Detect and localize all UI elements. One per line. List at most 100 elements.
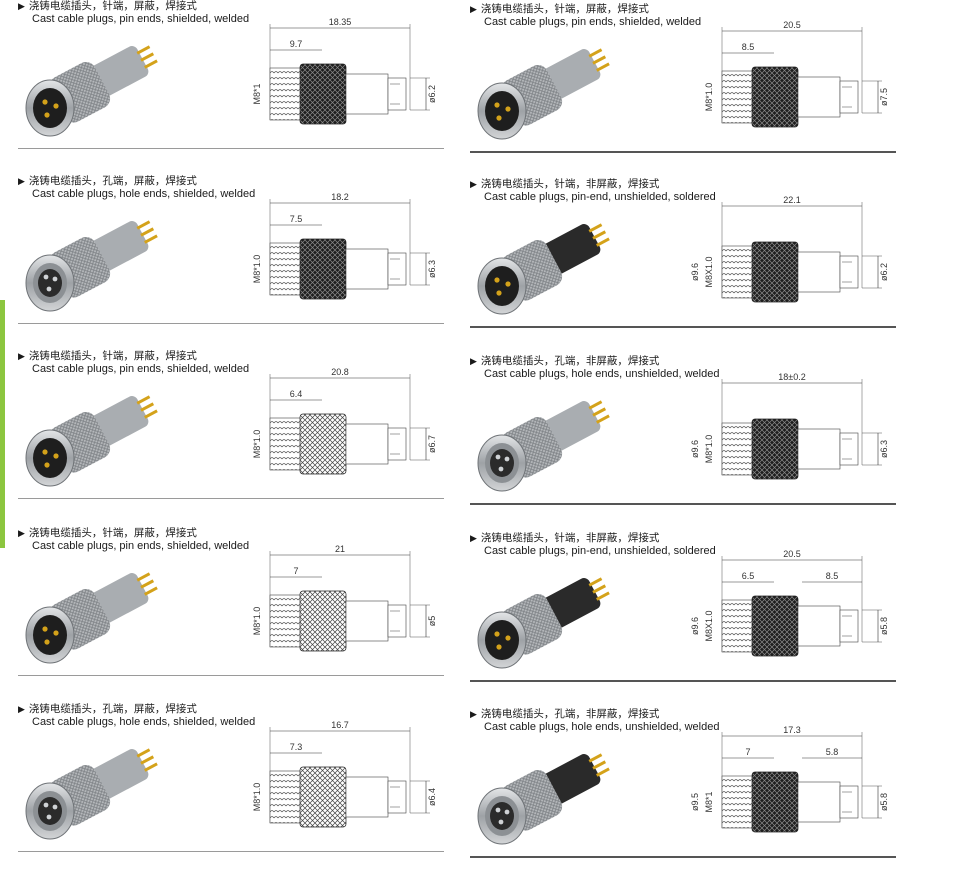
section-divider <box>470 856 896 858</box>
svg-text:ø7.5: ø7.5 <box>879 88 889 106</box>
svg-text:18.35: 18.35 <box>329 17 352 27</box>
title-chinese: ▶浇铸电缆插头，针端，非屏蔽，焊接式 <box>470 532 659 546</box>
section-divider <box>470 151 896 153</box>
connector-photo <box>462 31 622 151</box>
bullet-triangle-icon: ▶ <box>18 2 25 12</box>
bullet-triangle-icon: ▶ <box>470 357 477 367</box>
dimension-drawing: 16.7 7.3 ø6.4 M8*1.0 <box>230 713 450 853</box>
svg-text:8.5: 8.5 <box>742 42 755 52</box>
connector-photo <box>462 383 622 503</box>
svg-text:6.5: 6.5 <box>742 571 755 581</box>
title-chinese: ▶浇铸电缆插头，针端，屏蔽，焊接式 <box>18 350 197 364</box>
section-divider <box>18 675 444 676</box>
title-chinese: ▶浇铸电缆插头，孔端，屏蔽，焊接式 <box>18 703 197 717</box>
title-chinese: ▶浇铸电缆插头，孔端，非屏蔽，焊接式 <box>470 708 659 722</box>
svg-text:9.7: 9.7 <box>290 39 303 49</box>
section-divider <box>18 498 444 499</box>
title-chinese-text: 浇铸电缆插头，针端，非屏蔽，焊接式 <box>480 532 660 544</box>
svg-text:22.1: 22.1 <box>783 195 801 205</box>
bullet-triangle-icon: ▶ <box>18 177 25 187</box>
svg-text:ø5.8: ø5.8 <box>879 617 889 635</box>
svg-text:ø6.7: ø6.7 <box>427 435 437 453</box>
svg-text:M8*1: M8*1 <box>252 83 262 104</box>
title-english: Cast cable plugs, pin-end, unshielded, s… <box>484 191 716 203</box>
svg-text:ø5: ø5 <box>427 616 437 627</box>
dimension-drawing: 20.8 6.4 ø6.7 M8*1.0 <box>230 360 450 500</box>
svg-text:ø6.4: ø6.4 <box>427 788 437 806</box>
title-english: Cast cable plugs, pin ends, shielded, we… <box>32 540 250 552</box>
title-english: Cast cable plugs, hole ends, shielded, w… <box>32 188 256 200</box>
bullet-triangle-icon: ▶ <box>18 529 25 539</box>
section-divider <box>470 503 896 505</box>
svg-text:ø9.6: ø9.6 <box>690 617 700 635</box>
title-chinese-text: 浇铸电缆插头，针端，非屏蔽，焊接式 <box>480 178 660 190</box>
svg-text:18.2: 18.2 <box>331 192 349 202</box>
bullet-triangle-icon: ▶ <box>18 352 25 362</box>
title-chinese-text: 浇铸电缆插头，针端，屏蔽，焊接式 <box>480 3 649 15</box>
connector-photo <box>10 731 170 851</box>
title-english: Cast cable plugs, pin ends, shielded, we… <box>484 16 702 28</box>
svg-text:20.5: 20.5 <box>783 549 801 559</box>
svg-text:ø6.3: ø6.3 <box>879 440 889 458</box>
title-english: Cast cable plugs, hole ends, unshielded,… <box>484 368 720 380</box>
dimension-drawing: 18±0.2 ø6.3 M8*1.0 ø9.6 <box>682 365 902 505</box>
title-chinese: ▶浇铸电缆插头，针端，非屏蔽，焊接式 <box>470 178 659 192</box>
section-divider <box>470 680 896 682</box>
dimension-drawing: 21 7 ø5 M8*1.0 <box>230 537 450 677</box>
section-divider <box>18 148 444 149</box>
title-english: Cast cable plugs, pin-end, unshielded, s… <box>484 545 716 557</box>
svg-text:18±0.2: 18±0.2 <box>778 372 805 382</box>
svg-text:20.8: 20.8 <box>331 367 349 377</box>
svg-text:16.7: 16.7 <box>331 720 349 730</box>
title-chinese-text: 浇铸电缆插头，针端，屏蔽，焊接式 <box>28 0 197 12</box>
title-chinese: ▶浇铸电缆插头，针端，屏蔽，焊接式 <box>18 527 197 541</box>
svg-text:M8*1.0: M8*1.0 <box>704 83 714 112</box>
svg-text:6.4: 6.4 <box>290 389 303 399</box>
svg-text:ø9.5: ø9.5 <box>690 793 700 811</box>
svg-text:21: 21 <box>335 544 345 554</box>
title-english: Cast cable plugs, hole ends, shielded, w… <box>32 716 256 728</box>
svg-text:M8*1.0: M8*1.0 <box>704 435 714 464</box>
svg-text:M8*1.0: M8*1.0 <box>252 430 262 459</box>
connector-photo <box>10 203 170 323</box>
title-chinese: ▶浇铸电缆插头，针端，屏蔽，焊接式 <box>470 3 649 17</box>
dimension-drawing: 18.2 7.5 ø6.3 M8*1.0 <box>230 185 450 325</box>
bullet-triangle-icon: ▶ <box>470 5 477 15</box>
svg-text:M8X1.0: M8X1.0 <box>704 256 714 287</box>
svg-text:M8*1.0: M8*1.0 <box>252 783 262 812</box>
svg-text:20.5: 20.5 <box>783 20 801 30</box>
title-chinese-text: 浇铸电缆插头，针端，屏蔽，焊接式 <box>28 527 197 539</box>
bullet-triangle-icon: ▶ <box>470 534 477 544</box>
connector-photo <box>10 378 170 498</box>
svg-text:ø9.6: ø9.6 <box>690 440 700 458</box>
title-chinese-text: 浇铸电缆插头，针端，屏蔽，焊接式 <box>28 350 197 362</box>
svg-text:ø6.2: ø6.2 <box>879 263 889 281</box>
connector-photo <box>462 736 622 856</box>
bullet-triangle-icon: ▶ <box>470 710 477 720</box>
bullet-triangle-icon: ▶ <box>18 705 25 715</box>
svg-text:7.3: 7.3 <box>290 742 303 752</box>
title-english: Cast cable plugs, pin ends, shielded, we… <box>32 13 250 25</box>
svg-text:5.8: 5.8 <box>826 747 839 757</box>
svg-text:17.3: 17.3 <box>783 725 801 735</box>
title-chinese-text: 浇铸电缆插头，孔端，非屏蔽，焊接式 <box>480 708 660 720</box>
svg-text:M8*1.0: M8*1.0 <box>252 255 262 284</box>
title-chinese-text: 浇铸电缆插头，孔端，屏蔽，焊接式 <box>28 703 197 715</box>
title-english: Cast cable plugs, pin ends, shielded, we… <box>32 363 250 375</box>
svg-text:8.5: 8.5 <box>826 571 839 581</box>
green-accent-bar <box>0 300 5 548</box>
dimension-drawing: 20.5 8.5 ø7.5 M8*1.0 <box>682 13 902 153</box>
connector-photo <box>462 560 622 680</box>
connector-photo <box>10 28 170 148</box>
svg-text:M8X1.0: M8X1.0 <box>704 610 714 641</box>
svg-text:ø5.8: ø5.8 <box>879 793 889 811</box>
